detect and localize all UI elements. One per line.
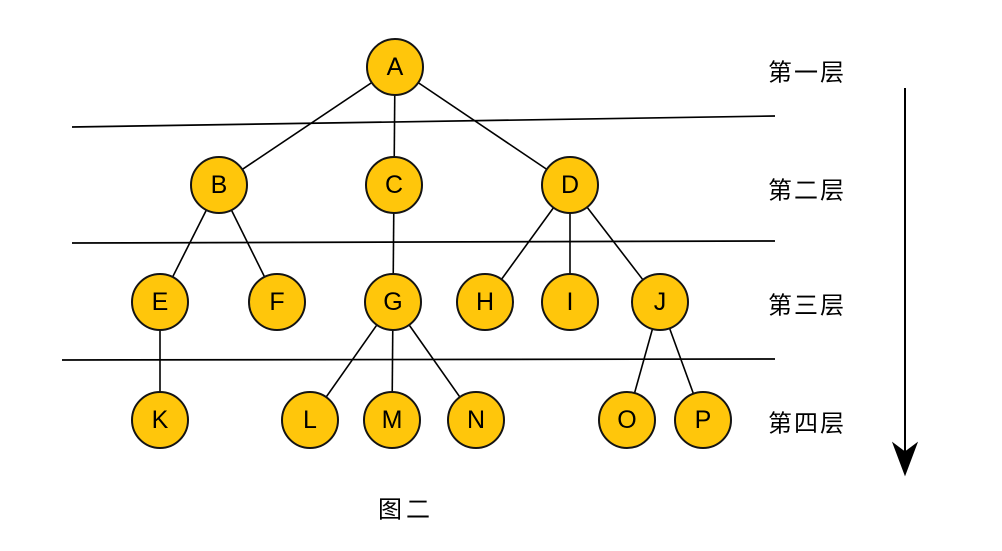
tree-node-h: H bbox=[456, 273, 514, 331]
tree-node-m: M bbox=[363, 391, 421, 449]
tree-node-e: E bbox=[131, 273, 189, 331]
edge-A-D bbox=[394, 66, 571, 186]
tree-node-c: C bbox=[365, 156, 423, 214]
edge-lines bbox=[159, 66, 704, 421]
tree-node-g: G bbox=[364, 273, 422, 331]
tree-node-d: D bbox=[541, 156, 599, 214]
separator-line-1 bbox=[71, 115, 776, 128]
figure-caption: 图二 bbox=[378, 495, 434, 524]
separator-line-2 bbox=[71, 240, 776, 244]
level-label-4: 第四层 bbox=[768, 409, 846, 438]
level-label-1: 第一层 bbox=[768, 58, 846, 87]
edge-A-B bbox=[218, 66, 396, 186]
tree-node-n: N bbox=[447, 391, 505, 449]
separator-line-3 bbox=[61, 358, 776, 361]
tree-node-i: I bbox=[541, 273, 599, 331]
down-arrow-icon bbox=[891, 88, 919, 477]
tree-node-b: B bbox=[190, 156, 248, 214]
tree-node-l: L bbox=[281, 391, 339, 449]
tree-node-k: K bbox=[131, 391, 189, 449]
tree-node-p: P bbox=[674, 391, 732, 449]
tree-node-a: A bbox=[366, 38, 424, 96]
level-label-3: 第三层 bbox=[768, 291, 846, 320]
tree-node-o: O bbox=[598, 391, 656, 449]
tree-node-j: J bbox=[631, 273, 689, 331]
level-label-2: 第二层 bbox=[768, 176, 846, 205]
tree-node-f: F bbox=[248, 273, 306, 331]
